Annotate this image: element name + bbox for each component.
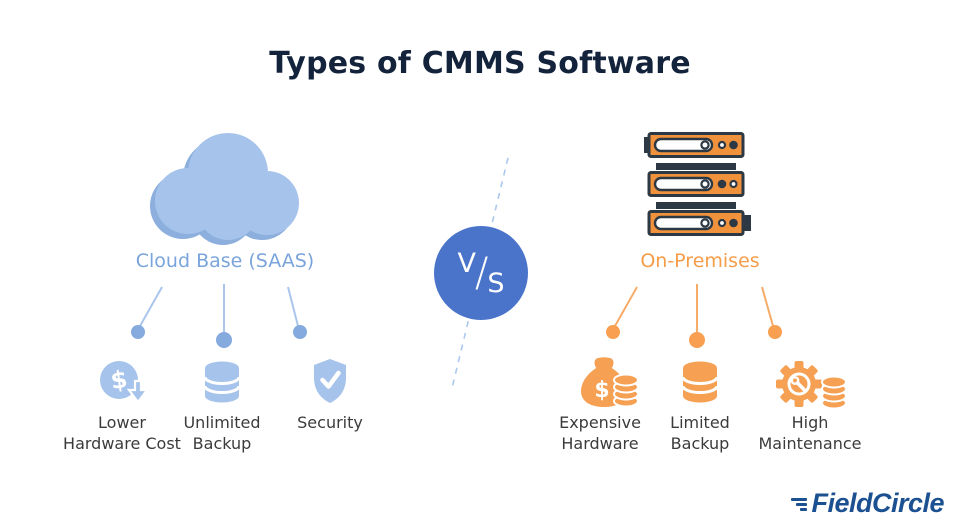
right-connector-dots — [606, 325, 782, 348]
right-connectors — [614, 284, 774, 333]
cloud-icon — [150, 133, 299, 245]
database-icon — [203, 361, 241, 403]
benefit-label-limited-backup: Limited Backup — [670, 413, 730, 453]
left-connectors — [139, 284, 299, 333]
money-bag-icon: $ — [581, 357, 639, 408]
fieldcircle-logo: FieldCircle — [791, 490, 944, 517]
benefit-label-expensive-hardware: Expensive Hardware — [559, 413, 641, 453]
on-premises-heading: On-Premises — [640, 250, 760, 272]
vs-v: V — [457, 247, 476, 279]
benefit-label-unlimited-backup: Unlimited Backup — [183, 413, 261, 453]
benefit-label-security: Security — [297, 413, 363, 432]
gear-coins-icon — [776, 361, 847, 410]
logo-text: FieldCircle — [811, 488, 944, 518]
vs-s: S — [487, 267, 505, 299]
logo-speed-lines-icon — [791, 496, 808, 511]
benefit-label-lower-hardware-cost: Lower Hardware Cost — [63, 413, 181, 453]
benefit-label-high-maintenance: High Maintenance — [758, 413, 862, 453]
vs-badge: V / S — [434, 226, 528, 320]
svg-text:$: $ — [594, 378, 609, 403]
cloud-heading: Cloud Base (SAAS) — [135, 250, 315, 272]
left-connector-dots — [131, 325, 307, 348]
dollar-decrease-icon: $ — [100, 361, 148, 404]
dashed-divider-line — [451, 157, 509, 389]
database-icon — [681, 361, 719, 403]
server-rack-icon — [644, 132, 751, 236]
page-title: Types of CMMS Software — [269, 46, 691, 81]
vs-slash: / — [474, 250, 489, 296]
svg-text:$: $ — [109, 365, 129, 395]
shield-check-icon — [314, 359, 346, 403]
